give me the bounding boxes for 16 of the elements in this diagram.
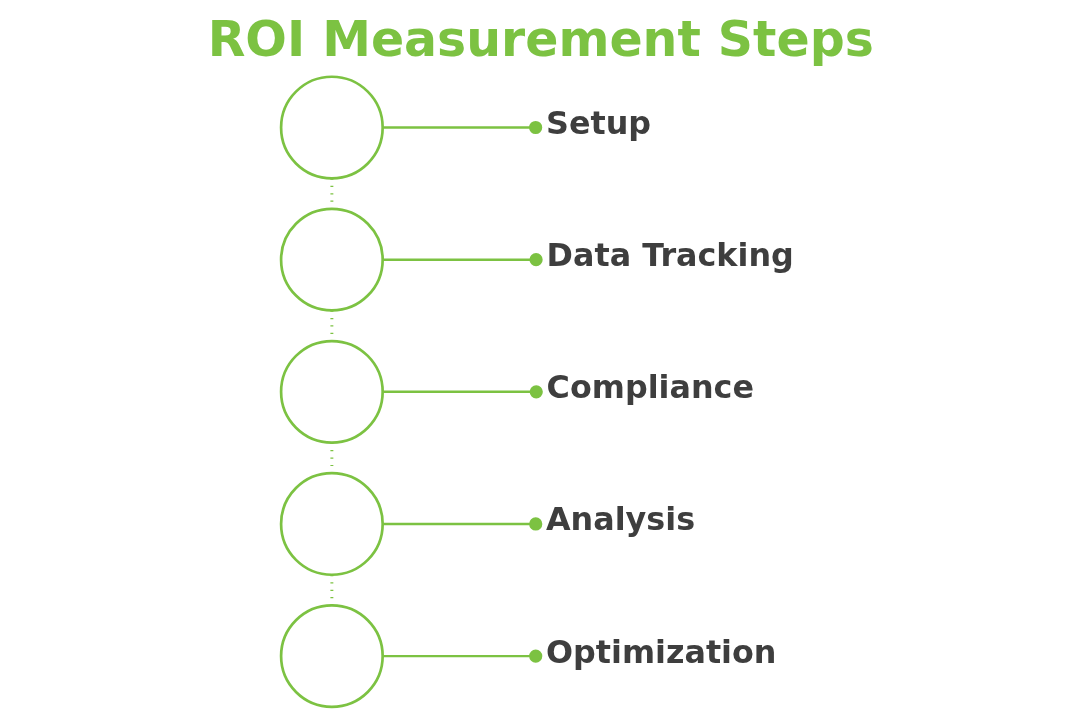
node-circle	[279, 604, 384, 709]
connector	[382, 649, 542, 663]
connector	[382, 253, 543, 267]
node-text: Analysis	[545, 500, 695, 539]
node-text: Data Tracking	[546, 236, 794, 275]
node-circle	[279, 75, 384, 180]
node-circle	[279, 207, 384, 312]
node-text: Setup	[545, 104, 651, 142]
node-circle	[279, 339, 384, 444]
diagram-title: ROI Measurement Steps	[207, 10, 874, 68]
node-text: Compliance	[546, 368, 754, 407]
connector	[382, 385, 543, 399]
connector	[382, 120, 542, 135]
node-text: Optimization	[545, 632, 776, 671]
node-circle	[279, 471, 384, 577]
connector	[382, 517, 542, 531]
